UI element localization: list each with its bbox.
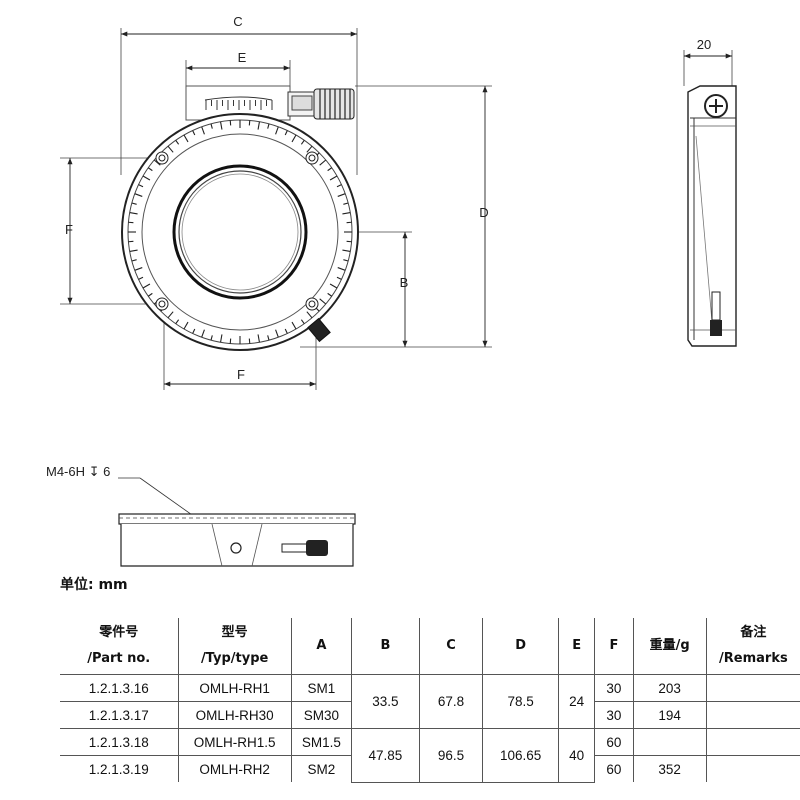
cell-f: 60 — [594, 728, 634, 756]
table-row: 1.2.1.3.17 OMLH-RH30 SM30 30 194 — [60, 701, 800, 729]
angle-scale — [128, 120, 352, 344]
cell-typ: OMLH-RH30 — [178, 701, 292, 729]
dim-f-bottom-label: F — [237, 367, 245, 382]
dim-e-label: E — [238, 50, 247, 65]
cell-e: 40 — [558, 728, 596, 783]
micrometer-knob[interactable] — [287, 88, 355, 120]
dim-f-left-label: F — [65, 222, 73, 237]
cell-remarks — [706, 674, 800, 702]
mounting-screw — [155, 151, 319, 311]
cell-a: SM2 — [291, 755, 353, 782]
dim-b-label: B — [400, 275, 409, 290]
table-row: 1.2.1.3.19 OMLH-RH2 SM2 60 352 — [60, 755, 800, 783]
cell-part: 1.2.1.3.18 — [60, 728, 179, 756]
cell-f: 30 — [594, 674, 634, 702]
cell-f: 60 — [594, 755, 634, 782]
locking-screw[interactable] — [307, 317, 331, 343]
cell-weight — [633, 728, 707, 756]
header-a: A — [291, 618, 353, 675]
cell-weight: 352 — [633, 755, 707, 782]
header-weight: 重量/g — [633, 618, 707, 675]
header-typ: 型号 /Typ/type — [178, 618, 292, 675]
cell-typ: OMLH-RH2 — [178, 755, 292, 782]
dim-d-label: D — [479, 205, 488, 220]
spec-table: 零件号 /Part no. 型号 /Typ/type A B C D E F 重… — [60, 618, 800, 783]
dim-side-width-label: 20 — [697, 37, 711, 52]
cell-weight: 194 — [633, 701, 707, 729]
cell-typ: OMLH-RH1.5 — [178, 728, 292, 756]
cell-b: 47.85 — [351, 728, 420, 783]
bottom-locking-screw — [281, 540, 328, 556]
header-c: C — [419, 618, 484, 675]
bottom-view: M4-6H ↧ 6 — [46, 464, 356, 567]
header-d: D — [482, 618, 559, 675]
header-f: F — [594, 618, 634, 675]
cell-part: 1.2.1.3.17 — [60, 701, 179, 729]
header-part: 零件号 /Part no. — [60, 618, 179, 675]
technical-drawing: C E D B F F A — [46, 14, 737, 567]
header-b: B — [351, 618, 420, 675]
cell-a: SM1 — [291, 674, 353, 702]
unit-label: 单位: mm — [60, 577, 128, 593]
table-header-row: 零件号 /Part no. 型号 /Typ/type A B C D E F 重… — [60, 618, 800, 675]
thread-note: M4-6H ↧ 6 — [46, 464, 110, 479]
vernier-scale — [205, 100, 273, 110]
side-view: 20 — [683, 37, 737, 347]
cell-remarks — [706, 728, 800, 756]
cell-c: 67.8 — [419, 674, 484, 729]
cell-part: 1.2.1.3.16 — [60, 674, 179, 702]
cell-remarks — [706, 701, 800, 729]
table-row: 1.2.1.3.18 OMLH-RH1.5 SM1.5 47.85 96.5 1… — [60, 728, 800, 783]
front-view: C E D B F F A — [60, 14, 492, 390]
cell-c: 96.5 — [419, 728, 484, 783]
cell-d: 106.65 — [482, 728, 559, 783]
table-row: 1.2.1.3.16 OMLH-RH1 SM1 33.5 67.8 78.5 2… — [60, 674, 800, 729]
cell-a: SM30 — [291, 701, 353, 729]
cell-e: 24 — [558, 674, 596, 729]
lens-aperture — [172, 164, 308, 300]
cell-b: 33.5 — [351, 674, 420, 729]
cell-f: 30 — [594, 701, 634, 729]
side-knob-icon — [704, 94, 728, 118]
dim-c-label: C — [233, 14, 242, 29]
header-remarks: 备注 /Remarks — [706, 618, 800, 675]
cell-part: 1.2.1.3.19 — [60, 755, 179, 782]
header-e: E — [558, 618, 596, 675]
cell-d: 78.5 — [482, 674, 559, 729]
cell-weight: 203 — [633, 674, 707, 702]
cell-a: SM1.5 — [291, 728, 353, 756]
cell-remarks — [706, 756, 800, 783]
cell-typ: OMLH-RH1 — [178, 674, 292, 702]
